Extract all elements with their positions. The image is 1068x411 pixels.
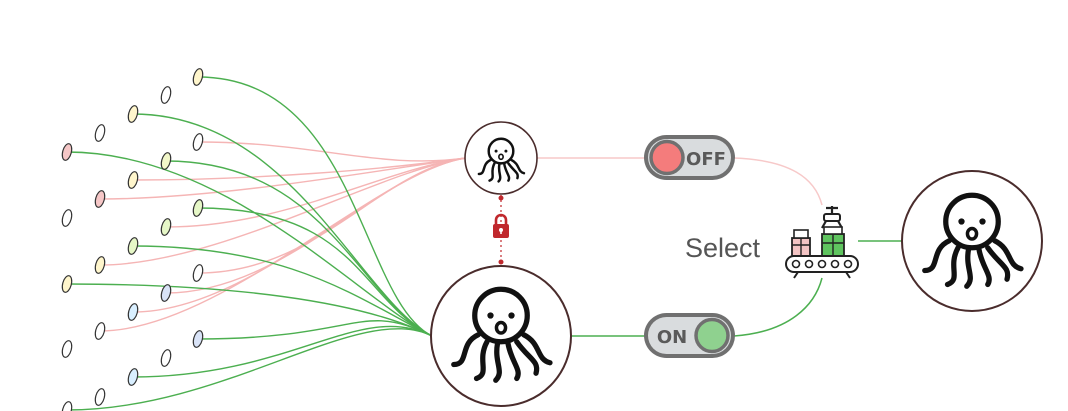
source-link-red [165,157,467,228]
source-nodes [61,68,205,411]
source-link-red [99,157,467,332]
source-node-icon[interactable] [61,275,74,294]
link-on-to-factory [733,277,823,337]
source-node-icon[interactable] [127,105,140,124]
source-node-icon[interactable] [127,303,140,322]
lock-icon[interactable] [493,213,509,238]
source-link-green [66,151,433,337]
source-node-icon[interactable] [192,199,205,218]
toggle-knob-on [694,317,730,354]
source-node-icon[interactable] [61,401,74,411]
source-node-icon[interactable] [127,171,140,190]
source-octopus-large[interactable] [430,265,572,407]
conveyor-factory-icon[interactable] [785,206,859,279]
output-octopus[interactable] [901,170,1043,312]
link-off-to-factory [733,157,823,206]
source-node-icon[interactable] [94,256,107,275]
source-link-green [197,320,433,340]
source-node-icon[interactable] [61,143,74,162]
source-link-red [99,157,467,200]
toggle-off-label: OFF [686,149,726,170]
toggle-off[interactable]: OFF [644,135,735,180]
lock-link [493,195,509,265]
toggle-on-label: ON [657,327,687,348]
source-link-green [66,328,433,411]
source-node-icon[interactable] [192,133,205,152]
source-node-icon[interactable] [160,152,173,171]
source-links-green [66,76,433,411]
source-node-icon[interactable] [192,330,205,349]
toggle-knob-off [649,139,685,176]
source-node-icon[interactable] [61,340,74,359]
source-node-icon[interactable] [160,284,173,303]
source-link-green [132,245,433,337]
source-node-icon[interactable] [94,388,107,407]
source-node-icon[interactable] [160,349,173,368]
select-label: Select [685,233,761,263]
source-link-red [197,141,467,162]
source-node-icon[interactable] [94,124,107,143]
toggle-on[interactable]: ON [644,313,735,358]
source-node-icon[interactable] [192,264,205,283]
source-link-green [197,76,433,337]
source-link-green [165,160,433,337]
source-node-icon[interactable] [94,190,107,209]
source-node-icon[interactable] [192,68,205,87]
source-link-red [99,157,467,266]
source-links-red [99,141,467,332]
source-node-icon[interactable] [94,322,107,341]
source-link-green [132,325,433,378]
source-link-red [132,157,467,313]
source-node-icon[interactable] [160,86,173,105]
source-octopus-small[interactable] [464,121,538,195]
source-link-green [66,283,433,337]
source-node-icon[interactable] [127,368,140,387]
source-node-icon[interactable] [61,209,74,228]
source-link-green [197,207,433,337]
source-node-icon[interactable] [127,237,140,256]
source-node-icon[interactable] [160,218,173,237]
